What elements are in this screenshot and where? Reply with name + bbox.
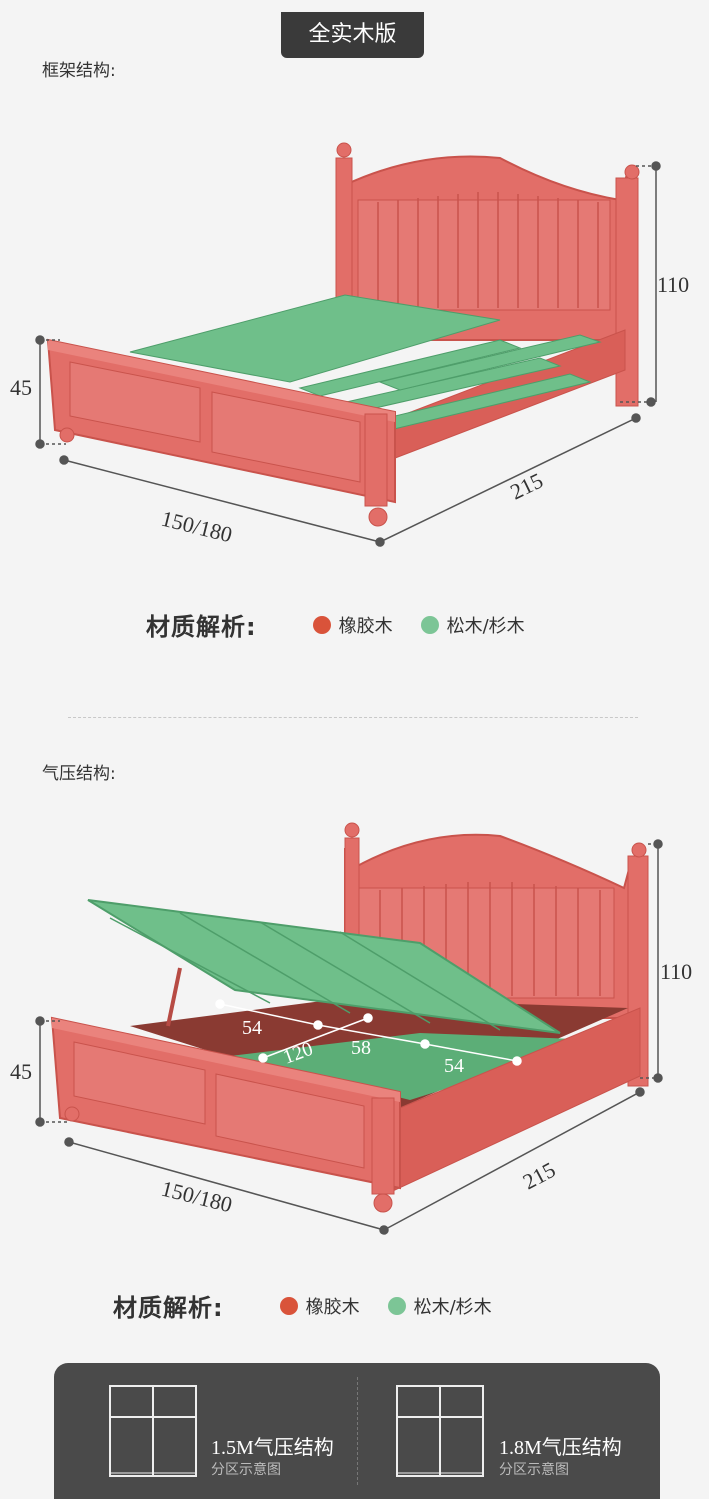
legend-item-rubberwood: 橡胶木 bbox=[279, 1293, 360, 1319]
inner-dim-54-right: 54 bbox=[444, 1055, 464, 1077]
pneumatic-width-dim: 150/180 bbox=[159, 1176, 235, 1218]
pneumatic-bed-illustration: 54 120 58 54 110 45 150/180 215 bbox=[10, 822, 692, 1235]
partition-title-2: 1.8M气压结构 bbox=[499, 1437, 622, 1459]
legend-label: 橡胶木 bbox=[338, 615, 393, 637]
legend-title: 材质解析: bbox=[146, 613, 257, 641]
pine-dot bbox=[420, 615, 439, 634]
version-badge: 全实木版 bbox=[281, 12, 424, 58]
legend-title: 材质解析: bbox=[113, 1294, 224, 1322]
frame-structure-label: 框架结构: bbox=[42, 61, 116, 81]
inner-dim-54-left: 54 bbox=[242, 1017, 262, 1039]
legend-item-pine: 松木/杉木 bbox=[420, 612, 525, 638]
section-divider bbox=[68, 717, 638, 718]
material-legend-2: 材质解析: 橡胶木 松木/杉木 bbox=[113, 1288, 520, 1323]
pneumatic-height-dim: 110 bbox=[660, 959, 692, 984]
legend-item-rubberwood: 橡胶木 bbox=[312, 612, 393, 638]
material-legend-1: 材质解析: 橡胶木 松木/杉木 bbox=[146, 607, 553, 642]
frame-width-dim: 150/180 bbox=[159, 506, 235, 548]
frame-foot-dim: 45 bbox=[10, 375, 32, 400]
partition-diagram-icon bbox=[109, 1385, 197, 1477]
partition-panel: 1.5M气压结构 分区示意图 1.8M气压结构 分区示意图 bbox=[54, 1363, 660, 1499]
frame-height-dim: 110 bbox=[657, 272, 689, 297]
pneumatic-foot-dim: 45 bbox=[10, 1059, 32, 1084]
pine-dot bbox=[387, 1296, 406, 1315]
partition-diagram-icon bbox=[396, 1385, 484, 1477]
frame-bed-illustration: 110 45 150/180 215 bbox=[10, 142, 689, 548]
inner-dim-58: 58 bbox=[351, 1037, 371, 1059]
legend-item-pine: 松木/杉木 bbox=[387, 1293, 492, 1319]
panel-separator bbox=[357, 1377, 358, 1485]
legend-label: 松木/杉木 bbox=[446, 615, 525, 637]
partition-title-1: 1.5M气压结构 bbox=[211, 1437, 334, 1459]
partition-sub-1: 分区示意图 bbox=[211, 1462, 281, 1478]
rubberwood-dot bbox=[312, 615, 331, 634]
pneumatic-structure-label: 气压结构: bbox=[42, 764, 116, 784]
partition-sub-2: 分区示意图 bbox=[499, 1462, 569, 1478]
pneumatic-length-dim: 215 bbox=[519, 1157, 560, 1195]
legend-label: 松木/杉木 bbox=[413, 1296, 492, 1318]
rubberwood-dot bbox=[279, 1296, 298, 1315]
frame-length-dim: 215 bbox=[506, 468, 547, 505]
legend-label: 橡胶木 bbox=[305, 1296, 360, 1318]
